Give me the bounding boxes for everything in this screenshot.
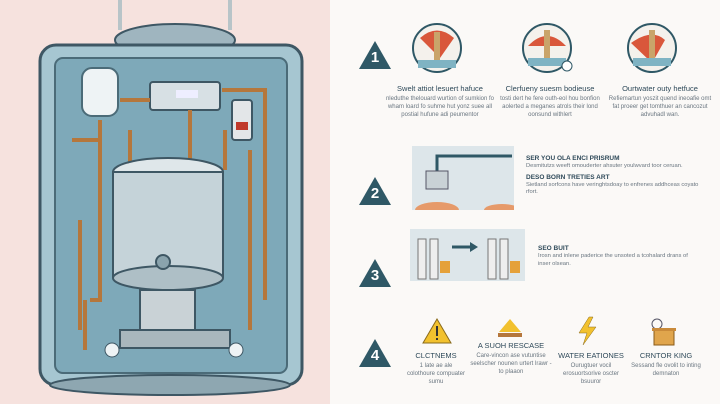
- warning-sign-icon: [495, 318, 525, 345]
- step-2-badge: 2: [358, 176, 392, 206]
- warning-triangle-icon: [422, 318, 452, 349]
- step-1-illustration-a: [410, 18, 465, 83]
- step-4-badge: 4: [358, 338, 392, 368]
- step-1-illustration-b: [520, 18, 575, 83]
- water-heater-illustration: [0, 0, 330, 404]
- step-1-illustration-c: [625, 18, 680, 83]
- pot-icon: [648, 318, 678, 351]
- step-1-badge: 1: [358, 40, 392, 70]
- step-2-illustration: [412, 146, 520, 218]
- step-3-illustration: [410, 229, 525, 281]
- step-3-badge: 3: [358, 258, 392, 288]
- lightning-bolt-icon: [575, 316, 599, 351]
- water-heater-cutaway: [38, 0, 304, 396]
